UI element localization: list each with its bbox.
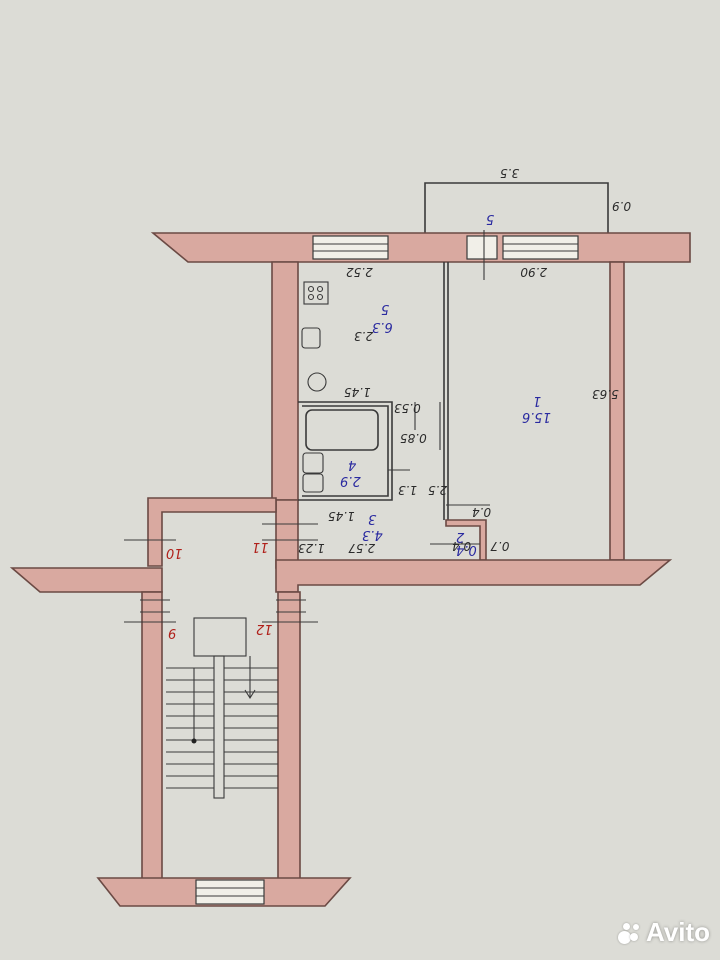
bathroom-area: 2.9: [340, 473, 361, 488]
column: [307, 372, 327, 392]
dim-kitchen-width: 2.52: [346, 265, 373, 279]
hall-number: 3: [368, 511, 376, 526]
bathroom-number: 4: [348, 457, 356, 472]
bathtub: [305, 409, 379, 451]
dimension-labels: 3.5 0.9 2.52 2.90 2.3 5.63 1.45 0.53 0.8…: [298, 166, 631, 555]
stair-label-11: 11: [252, 539, 269, 554]
hall-area: 4.3: [362, 527, 383, 542]
bathroom: [298, 401, 441, 501]
balcony-door: [466, 235, 498, 260]
dim-closet-side: 0.85: [400, 431, 427, 445]
room-labels: 5 6.3 1 15.6 4 2.9 3 4.3 2 0.4 5: [340, 211, 551, 557]
dim-hall-entry: 1.45: [328, 509, 355, 523]
dim-room-width: 2.90: [520, 265, 547, 279]
living-number: 1: [533, 393, 541, 408]
stair-label-9: 9: [168, 625, 176, 640]
dim-hall-width: 2.57: [348, 541, 375, 555]
top-wall: [150, 230, 691, 280]
dim-balcony-width: 3.5: [500, 166, 519, 180]
bottom-wall: [275, 559, 673, 593]
stair-label-12: 12: [256, 621, 273, 636]
room-window: [502, 235, 579, 260]
balcony: [424, 182, 609, 233]
dim-room-depth: 5.63: [592, 387, 619, 401]
stairwell: [9, 497, 352, 907]
kitchen-fixtures: [301, 281, 329, 392]
dim-closet-b: 0.7: [490, 539, 509, 553]
dim-closet-a: 0.4: [472, 505, 491, 519]
kitchen-number: 5: [381, 301, 389, 316]
closet-number: 2: [456, 529, 464, 544]
kitchen-area: 6.3: [372, 319, 393, 334]
left-wall: [262, 261, 318, 569]
balcony-number: 5: [486, 211, 494, 226]
dim-kitchen-depth: 2.3: [354, 329, 373, 343]
dim-hall-length: 2.5: [428, 483, 447, 497]
watermark: Avito: [616, 917, 710, 948]
sink: [301, 327, 321, 349]
stove: [303, 281, 329, 305]
dim-corridor: 1.23: [298, 541, 325, 555]
dim-balcony-depth: 0.9: [612, 199, 631, 213]
watermark-text: Avito: [645, 917, 710, 947]
dim-bath-depth: 1.3: [398, 483, 417, 497]
dim-bath-width: 1.45: [344, 385, 371, 399]
stair-labels: 10 11 9 12: [166, 539, 273, 640]
stair-label-10: 10: [166, 545, 183, 560]
dim-bath-offset: 0.53: [394, 401, 421, 415]
avito-logo-icon: [616, 921, 642, 945]
closet-area: 0.4: [456, 542, 477, 557]
stairs: [166, 617, 278, 799]
dim-closet-c: 0.4: [452, 539, 471, 553]
living-area: 15.6: [522, 409, 551, 424]
kitchen-window: [312, 235, 389, 260]
right-wall: [609, 261, 625, 561]
